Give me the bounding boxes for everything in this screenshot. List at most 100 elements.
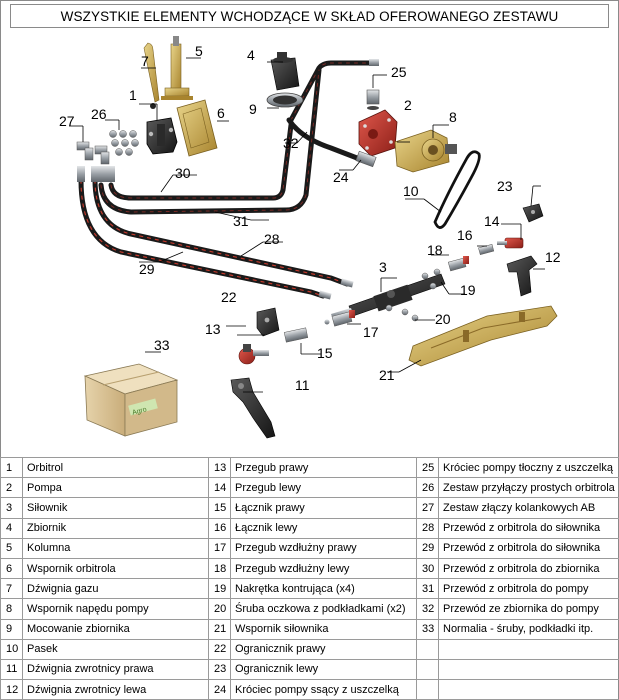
callout-27: 27 (59, 113, 75, 129)
part-number-cell (416, 638, 439, 660)
part-name-cell: Mocowanie zbiornika (22, 618, 209, 640)
part-number-cell: 7 (0, 578, 23, 600)
callout-18: 18 (427, 242, 443, 258)
part-name-cell: Nakrętka kontrująca (x4) (230, 578, 417, 600)
left-stop (522, 203, 544, 223)
hydraulic-cylinder (331, 273, 446, 320)
hose-28 (92, 177, 350, 287)
part-number-cell: 1 (0, 456, 23, 479)
part-name-cell: Kolumna (22, 537, 209, 559)
callout-12: 12 (545, 249, 561, 265)
callout-25: 25 (391, 64, 407, 80)
part-name-cell: Orbitrol (22, 456, 209, 479)
callout-21: 21 (379, 367, 395, 383)
callout-14: 14 (484, 213, 500, 229)
hose-31 (98, 67, 322, 215)
part-name-cell: Pasek (22, 638, 209, 660)
callout-13: 13 (205, 321, 221, 337)
part-number-cell (416, 679, 439, 700)
callout-9: 9 (249, 101, 257, 117)
part-number-cell: 30 (416, 557, 439, 580)
part-name-cell: Łącznik prawy (230, 497, 417, 519)
callout-17: 17 (363, 324, 379, 340)
eye-bolts (385, 304, 419, 322)
callout-8: 8 (449, 109, 457, 125)
part-number-cell: 14 (208, 477, 231, 499)
cylinder-bracket (408, 305, 558, 367)
hardware-box: Agro (83, 363, 179, 437)
left-longitudinal-joint (447, 256, 469, 272)
part-number-cell: 24 (208, 679, 231, 700)
part-number-cell: 23 (208, 658, 231, 681)
part-number-cell: 10 (0, 638, 23, 660)
callout-15: 15 (317, 345, 333, 361)
part-number-cell: 5 (0, 537, 23, 559)
right-joint (238, 344, 269, 365)
part-number-cell (416, 658, 439, 681)
callout-7: 7 (141, 53, 149, 69)
callout-31: 31 (233, 213, 249, 229)
pump-drive-bracket (394, 129, 457, 173)
callout-32: 32 (283, 135, 299, 151)
part-name-cell: Zestaw przyłączy prostych orbitrola (438, 477, 619, 499)
hose-fitting (91, 166, 99, 182)
part-number-cell: 19 (208, 578, 231, 600)
part-name-cell: Przewód ze zbiornika do pompy (438, 598, 619, 620)
part-number-cell: 32 (416, 598, 439, 620)
part-name-cell: Pompa (22, 477, 209, 499)
part-name-cell: Zestaw złączy kolankowych AB (438, 497, 619, 519)
part-number-cell: 20 (208, 598, 231, 620)
right-steering-arm (230, 377, 276, 439)
elbow-connectors (76, 141, 110, 165)
hose-fitting (318, 290, 332, 300)
part-name-cell: Króciec pompy tłoczny z uszczelką (438, 456, 619, 479)
part-name-cell: Przewód z orbitrola do pompy (438, 578, 619, 600)
part-name-cell: Łącznik lewy (230, 517, 417, 539)
part-name-cell: Śruba oczkowa z podkładkami (x2) (230, 598, 417, 620)
hose-fitting (99, 166, 107, 182)
hose-fitting (340, 278, 354, 288)
part-name-cell: Przewód z orbitrola do siłownika (438, 537, 619, 559)
callout-30: 30 (175, 165, 191, 181)
straight-connectors (109, 130, 139, 156)
part-number-cell: 26 (416, 477, 439, 499)
hose-fitting (107, 166, 115, 182)
callout-11: 11 (295, 377, 310, 393)
part-number-cell: 29 (416, 537, 439, 559)
part-number-cell: 31 (416, 578, 439, 600)
throttle-lever (143, 42, 160, 109)
part-number-cell: 12 (0, 679, 23, 700)
page-title: WSZYSTKIE ELEMENTY WCHODZĄCE W SKŁAD OFE… (10, 4, 609, 28)
callout-26: 26 (91, 106, 107, 122)
oil-tank (270, 52, 300, 91)
left-joint (497, 237, 524, 249)
part-name-cell (438, 638, 619, 660)
callout-33: 33 (154, 337, 170, 353)
callout-19: 19 (460, 282, 476, 298)
part-name-cell: Ogranicznik lewy (230, 658, 417, 681)
callout-6: 6 (217, 105, 225, 121)
callout-10: 10 (403, 183, 419, 199)
part-name-cell: Siłownik (22, 497, 209, 519)
part-name-cell: Przewód z orbitrola do siłownika (438, 517, 619, 539)
hydraulic-pump (358, 109, 398, 157)
left-steering-arm (506, 255, 538, 297)
part-number-cell: 6 (0, 557, 23, 580)
part-number-cell: 21 (208, 618, 231, 640)
hose-fitting (369, 59, 379, 66)
callout-28: 28 (264, 231, 280, 247)
orbitrol-bracket (176, 99, 218, 157)
callout-2: 2 (404, 97, 412, 113)
part-name-cell: Wspornik siłownika (230, 618, 417, 640)
